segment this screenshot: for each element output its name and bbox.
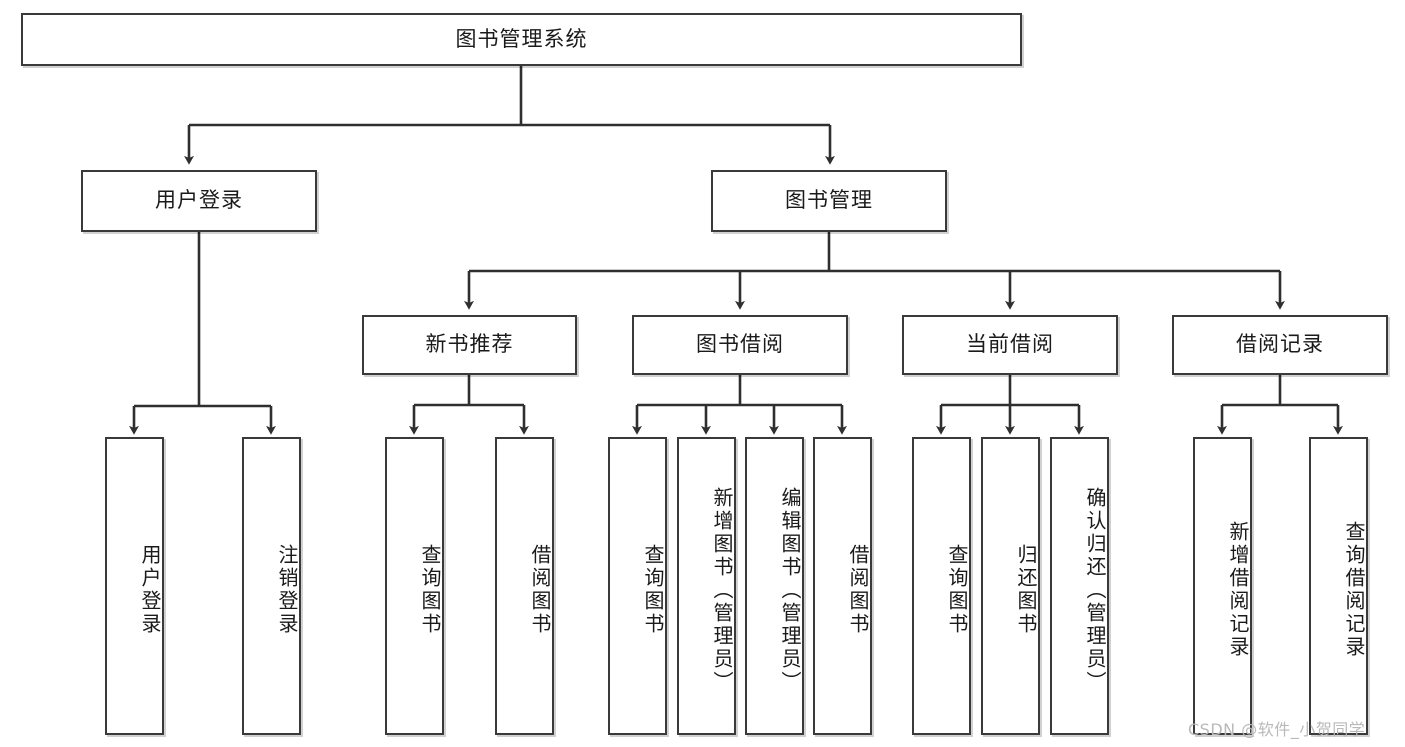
leaf-book-borrow-edit-book-admin[interactable]: 编辑图书（管理员）	[745, 437, 804, 735]
node-current-borrow[interactable]: 当前借阅	[902, 315, 1118, 375]
leaf-user-login-logout[interactable]: 注销登录	[242, 437, 301, 735]
node-book-borrow[interactable]: 图书借阅	[632, 315, 848, 375]
leaf-user-login-login[interactable]: 用户登录	[105, 437, 164, 735]
leaf-book-borrow-add-book-admin[interactable]: 新增图书（管理员）	[677, 437, 736, 735]
leaf-borrow-record-query-record[interactable]: 查询借阅记录	[1309, 437, 1368, 735]
node-user-login[interactable]: 用户登录	[81, 170, 317, 232]
watermark-csdn: CSDN @软件_小贺同学	[1188, 720, 1366, 739]
leaf-borrow-record-add-record[interactable]: 新增借阅记录	[1193, 437, 1252, 735]
leaf-new-book-borrow-book[interactable]: 借阅图书	[495, 437, 554, 735]
leaf-new-book-query-book[interactable]: 查询图书	[385, 437, 444, 735]
node-borrow-record[interactable]: 借阅记录	[1172, 315, 1388, 375]
node-root-book-management-system[interactable]: 图书管理系统	[21, 13, 1022, 66]
leaf-book-borrow-borrow-book[interactable]: 借阅图书	[813, 437, 872, 735]
leaf-current-borrow-confirm-return-admin[interactable]: 确认归还（管理员）	[1050, 437, 1109, 735]
leaf-book-borrow-query-book[interactable]: 查询图书	[608, 437, 667, 735]
leaf-current-borrow-query-book[interactable]: 查询图书	[912, 437, 971, 735]
leaf-current-borrow-return-book[interactable]: 归还图书	[981, 437, 1040, 735]
node-book-management[interactable]: 图书管理	[711, 170, 947, 232]
node-new-book-recommend[interactable]: 新书推荐	[362, 315, 577, 375]
